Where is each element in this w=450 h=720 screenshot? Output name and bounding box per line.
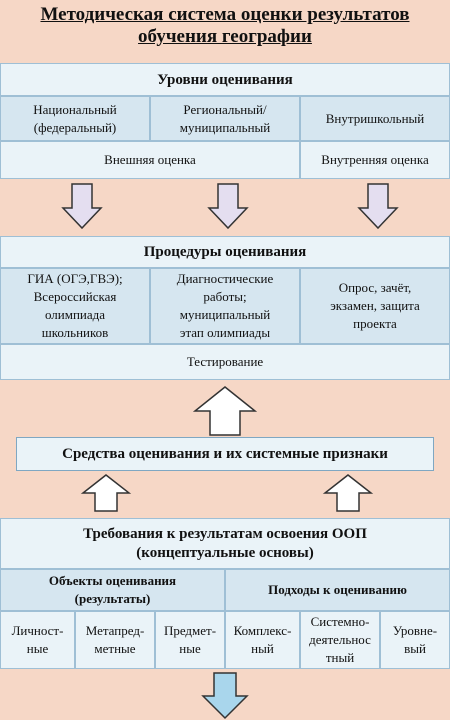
level-national: Национальный (федеральный) <box>0 96 150 141</box>
assessment-approaches-label: Подходы к оцениванию <box>268 582 407 597</box>
arrow-down-bottom-icon <box>201 672 249 720</box>
procedure-state-exams-line-4: школьников <box>41 325 109 340</box>
arrow-down-2-icon <box>207 183 249 230</box>
approach-systemic-line-2: деятельнос <box>309 632 371 647</box>
approach-complex-line-1: Комплекс- <box>233 623 292 638</box>
assessment-objects-line-2: (результаты) <box>74 591 151 606</box>
procedure-state-exams-line-2: Всероссийская <box>33 289 117 304</box>
result-subject-line-1: Предмет- <box>163 623 217 638</box>
requirements-title-line-2: (концептуальные основы) <box>136 544 314 561</box>
procedure-survey-line-3: проекта <box>353 316 397 331</box>
level-regional-line-1: Региональный/ <box>183 101 267 117</box>
requirements-header: Требования к результатам освоения ООП (к… <box>0 518 450 569</box>
diagram-title: Методическая система оценки результатов … <box>0 4 450 48</box>
external-assessment-label: Внешняя оценка <box>104 152 196 167</box>
procedure-diagnostics-line-1: Диагностические <box>176 271 274 286</box>
procedure-survey: Опрос, зачёт, экзамен, защита проекта <box>300 268 450 344</box>
result-subject: Предмет- ные <box>155 611 225 669</box>
assessment-objects: Объекты оценивания (результаты) <box>0 569 225 611</box>
procedure-survey-line-2: экзамен, защита <box>330 298 420 313</box>
requirements-title-line-1: Требования к результатам освоения ООП <box>83 525 367 542</box>
internal-assessment: Внутренняя оценка <box>300 141 450 179</box>
assessment-approaches: Подходы к оцениванию <box>225 569 450 611</box>
approach-systemic-line-3: тный <box>325 650 355 665</box>
approach-level: Уровне- вый <box>380 611 450 669</box>
result-metasubject-line-1: Метапред- <box>85 623 145 638</box>
title-line-1: Методическая система оценки результатов <box>40 4 410 25</box>
result-metasubject-line-2: метные <box>94 641 136 656</box>
internal-assessment-label: Внутренняя оценка <box>321 152 429 167</box>
procedure-diagnostics-line-3: муниципальный <box>179 307 271 322</box>
procedure-state-exams-line-1: ГИА (ОГЭ,ГВЭ); <box>27 271 123 286</box>
level-school-label: Внутришкольный <box>325 110 425 126</box>
procedure-diagnostics: Диагностические работы; муниципальный эт… <box>150 268 300 344</box>
level-national-line-2: (федеральный) <box>33 119 117 135</box>
procedure-survey-line-1: Опрос, зачёт, <box>338 280 412 295</box>
procedures-header-label: Процедуры оценивания <box>143 244 307 260</box>
result-personal-line-2: ные <box>26 641 49 656</box>
result-subject-line-2: ные <box>179 641 201 656</box>
procedure-diagnostics-line-2: работы; <box>203 289 247 304</box>
assessment-objects-line-1: Объекты оценивания <box>48 573 177 588</box>
result-personal-line-1: Личност- <box>11 623 64 638</box>
procedure-diagnostics-line-4: этап олимпиады <box>179 325 271 340</box>
level-school: Внутришкольный <box>300 96 450 141</box>
assessment-means-label: Средства оценивания и их системные призн… <box>62 445 388 462</box>
procedures-header: Процедуры оценивания <box>0 236 450 268</box>
approach-systemic-line-1: Системно- <box>310 614 370 629</box>
procedure-testing-label: Тестирование <box>186 354 264 369</box>
arrow-up-large-icon <box>192 386 258 436</box>
arrow-up-left-icon <box>80 474 132 512</box>
assessment-means: Средства оценивания и их системные призн… <box>16 437 434 471</box>
approach-complex: Комплекс- ный <box>225 611 300 669</box>
arrow-down-1-icon <box>61 183 103 230</box>
result-metasubject: Метапред- метные <box>75 611 155 669</box>
procedure-testing: Тестирование <box>0 344 450 380</box>
approach-level-line-2: вый <box>404 641 426 656</box>
procedure-state-exams: ГИА (ОГЭ,ГВЭ); Всероссийская олимпиада ш… <box>0 268 150 344</box>
result-personal: Личност- ные <box>0 611 75 669</box>
procedure-state-exams-line-3: олимпиада <box>44 307 106 322</box>
level-regional: Региональный/ муниципальный <box>150 96 300 141</box>
arrow-up-right-icon <box>322 474 374 512</box>
arrow-down-3-icon <box>357 183 399 230</box>
level-national-line-1: Национальный <box>33 101 117 117</box>
levels-header: Уровни оценивания <box>0 63 450 96</box>
level-regional-line-2: муниципальный <box>179 119 271 135</box>
approach-systemic: Системно- деятельнос тный <box>300 611 380 669</box>
levels-header-label: Уровни оценивания <box>157 71 293 88</box>
approach-complex-line-2: ный <box>251 641 274 656</box>
title-line-2: обучения географии <box>138 26 312 47</box>
approach-level-line-1: Уровне- <box>392 623 438 638</box>
external-assessment: Внешняя оценка <box>0 141 300 179</box>
